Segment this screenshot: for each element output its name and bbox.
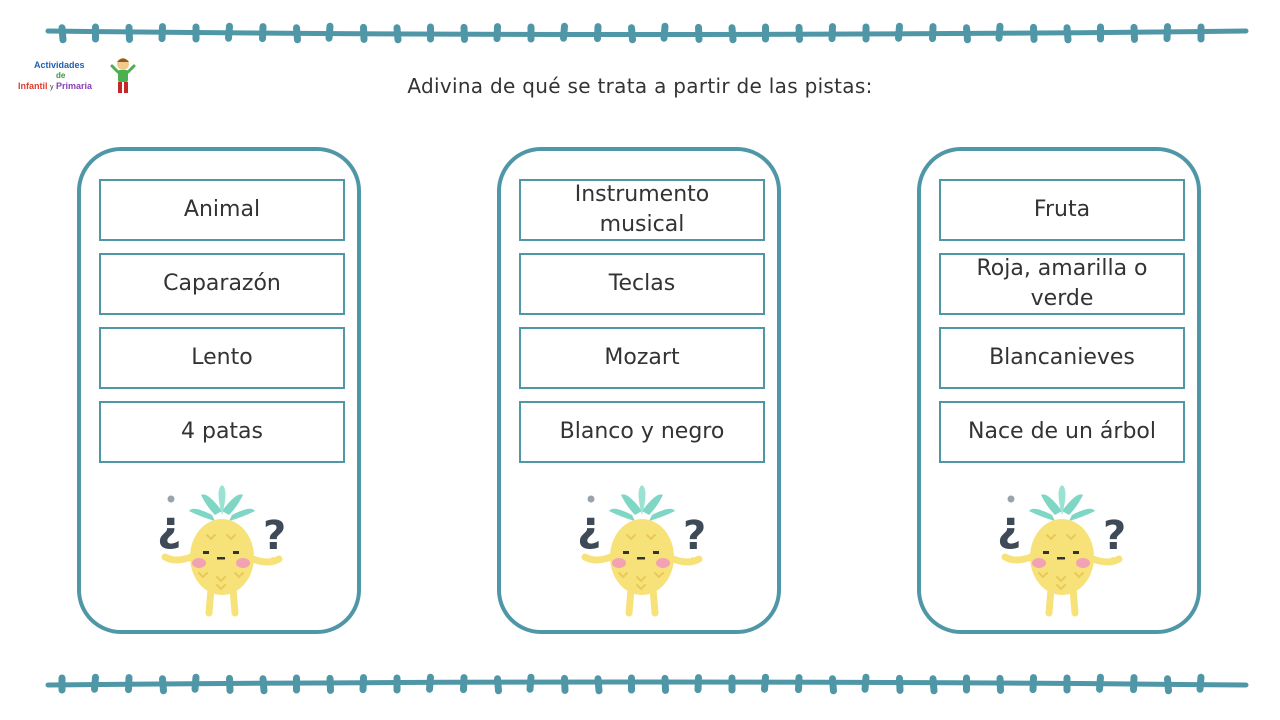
clue-box: Nace de un árbol [939,401,1185,463]
logo-child-icon [110,58,136,93]
pineapple-icon: ¿ ? [577,485,706,617]
logo-word-infantil: Infantil [18,81,48,91]
clue-box: Blancanieves [939,327,1185,389]
pineapple-icon: ¿ ? [997,485,1126,617]
logo-line-3: Infantil y Primaria [18,81,92,93]
svg-text:¿: ¿ [157,502,181,551]
clue-box: Mozart [519,327,765,389]
clue-box: 4 patas [99,401,345,463]
riddle-card-3: Fruta Roja, amarilla o verde Blancanieve… [917,147,1201,634]
svg-text:?: ? [1103,513,1126,559]
clue-box: Animal [99,179,345,241]
svg-text:¿: ¿ [997,502,1021,551]
clue-box: Fruta [939,179,1185,241]
clue-box: Teclas [519,253,765,315]
clue-box: Lento [99,327,345,389]
svg-text:¿: ¿ [577,502,601,551]
page-title: Adivina de qué se trata a partir de las … [407,74,873,98]
bottom-stitched-border [45,673,1249,695]
clue-box: Blanco y negro [519,401,765,463]
logo-word-y: y [50,84,54,91]
riddle-card-1: Animal Caparazón Lento 4 patas ¿ ? [77,147,361,634]
riddle-card-2: Instrumento musical Teclas Mozart Blanco… [497,147,781,634]
logo-line-2: de [56,71,66,80]
clue-box: Caparazón [99,253,345,315]
clue-box: Instrumento musical [519,179,765,241]
logo-word-primaria: Primaria [56,81,93,91]
pineapple-icon: ¿ ? [157,485,286,617]
svg-text:?: ? [683,513,706,559]
top-stitched-border [45,22,1249,44]
site-logo: Actividades de Infantil y Primaria [18,56,140,98]
svg-text:?: ? [263,513,286,559]
clue-box: Roja, amarilla o verde [939,253,1185,315]
logo-line-1: Actividades [34,60,85,70]
